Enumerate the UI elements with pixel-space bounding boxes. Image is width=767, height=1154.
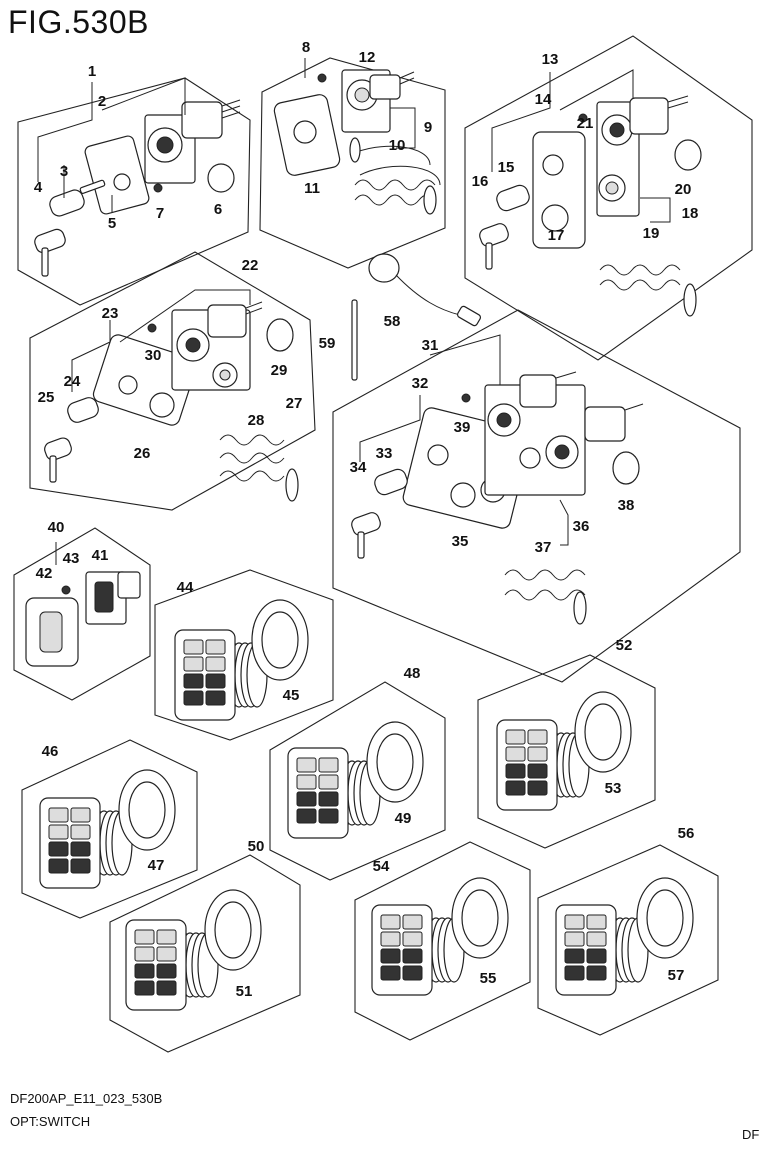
callout-30: 30	[145, 347, 162, 364]
group-name: OPT:SWITCH	[10, 1114, 91, 1129]
switch-panel-3	[287, 721, 424, 839]
callout-14: 14	[535, 91, 552, 108]
callout-51: 51	[236, 983, 253, 1000]
frame-group-48	[269, 681, 446, 881]
callout-39: 39	[454, 419, 471, 436]
group-frames	[13, 35, 753, 1053]
frame-group-13	[464, 35, 753, 361]
frame-group-50	[109, 854, 301, 1053]
callout-35: 35	[452, 533, 469, 550]
figure-title: FIG.530B	[8, 4, 149, 40]
switch-panel-1	[174, 599, 309, 721]
callout-3: 3	[60, 163, 68, 180]
callout-9: 9	[424, 119, 432, 136]
frame-group-8	[259, 57, 446, 269]
callout-57: 57	[668, 967, 685, 984]
callout-24: 24	[64, 373, 81, 390]
callout-23: 23	[102, 305, 119, 322]
callout-6: 6	[214, 201, 222, 218]
callout-13: 13	[542, 51, 559, 68]
callout-17: 17	[548, 227, 565, 244]
callout-45: 45	[283, 687, 300, 704]
callout-11: 11	[304, 180, 320, 197]
callout-32: 32	[412, 375, 429, 392]
callout-1: 1	[88, 63, 96, 80]
callout-58: 58	[384, 313, 401, 330]
callout-48: 48	[404, 665, 421, 682]
callout-52: 52	[616, 637, 633, 654]
frame-group-22	[29, 251, 316, 511]
callout-28: 28	[248, 412, 265, 429]
corner-mark: DF	[742, 1127, 760, 1142]
frame-group-31	[332, 309, 741, 683]
callout-19: 19	[643, 225, 660, 242]
rocker-switch-assy-40	[25, 542, 141, 667]
callout-40: 40	[48, 519, 65, 536]
diagram-code: DF200AP_E11_023_530B	[10, 1091, 163, 1106]
callout-36: 36	[573, 518, 590, 535]
callout-37: 37	[535, 539, 552, 556]
stop-switch-assy-8	[273, 58, 441, 215]
callout-46: 46	[42, 743, 59, 760]
callout-59: 59	[319, 335, 336, 352]
callout-7: 7	[156, 205, 164, 222]
callout-42: 42	[36, 565, 53, 582]
callout-49: 49	[395, 810, 412, 827]
callout-55: 55	[480, 970, 497, 987]
callout-53: 53	[605, 780, 622, 797]
ignition-switch-assy-1	[34, 77, 241, 277]
callout-27: 27	[286, 395, 303, 412]
switch-panel-2	[39, 769, 176, 889]
callout-5: 5	[108, 215, 116, 232]
callout-43: 43	[63, 550, 80, 567]
callout-15: 15	[498, 159, 515, 176]
callout-25: 25	[38, 389, 55, 406]
callout-18: 18	[682, 205, 699, 222]
callout-26: 26	[134, 445, 151, 462]
callout-56: 56	[678, 825, 695, 842]
switch-panel-4	[496, 691, 632, 811]
callout-33: 33	[376, 445, 393, 462]
callout-8: 8	[302, 39, 310, 56]
frame-group-56	[537, 844, 719, 1036]
callout-31: 31	[422, 337, 439, 354]
callout-10: 10	[389, 137, 406, 154]
callout-21: 21	[577, 115, 594, 132]
callout-16: 16	[472, 173, 489, 190]
frame-group-44	[154, 569, 334, 741]
switch-panel-7	[555, 877, 694, 996]
switch-panel-6	[371, 877, 509, 996]
harness-58-and-tie-59	[351, 253, 482, 381]
callout-2: 2	[98, 93, 106, 110]
ignition-panel-assy-31	[351, 334, 644, 625]
callout-38: 38	[618, 497, 635, 514]
switch-panel-set	[39, 599, 694, 1011]
callout-44: 44	[177, 579, 194, 596]
frame-group-54	[354, 841, 531, 1041]
callout-4: 4	[34, 179, 43, 196]
callout-12: 12	[359, 49, 376, 66]
ignition-panel-assy-22	[44, 289, 299, 502]
callout-47: 47	[148, 857, 165, 874]
callout-29: 29	[271, 362, 288, 379]
switch-panel-5	[125, 889, 262, 1011]
callout-22: 22	[242, 257, 259, 274]
callout-20: 20	[675, 181, 692, 198]
callout-34: 34	[350, 459, 367, 476]
callout-54: 54	[373, 858, 390, 875]
frame-group-52	[477, 654, 656, 849]
callout-50: 50	[248, 838, 265, 855]
ignition-panel-assy-13	[479, 69, 702, 317]
frame-group-40	[13, 527, 151, 701]
frame-group-46	[21, 739, 198, 919]
callout-41: 41	[92, 547, 109, 564]
